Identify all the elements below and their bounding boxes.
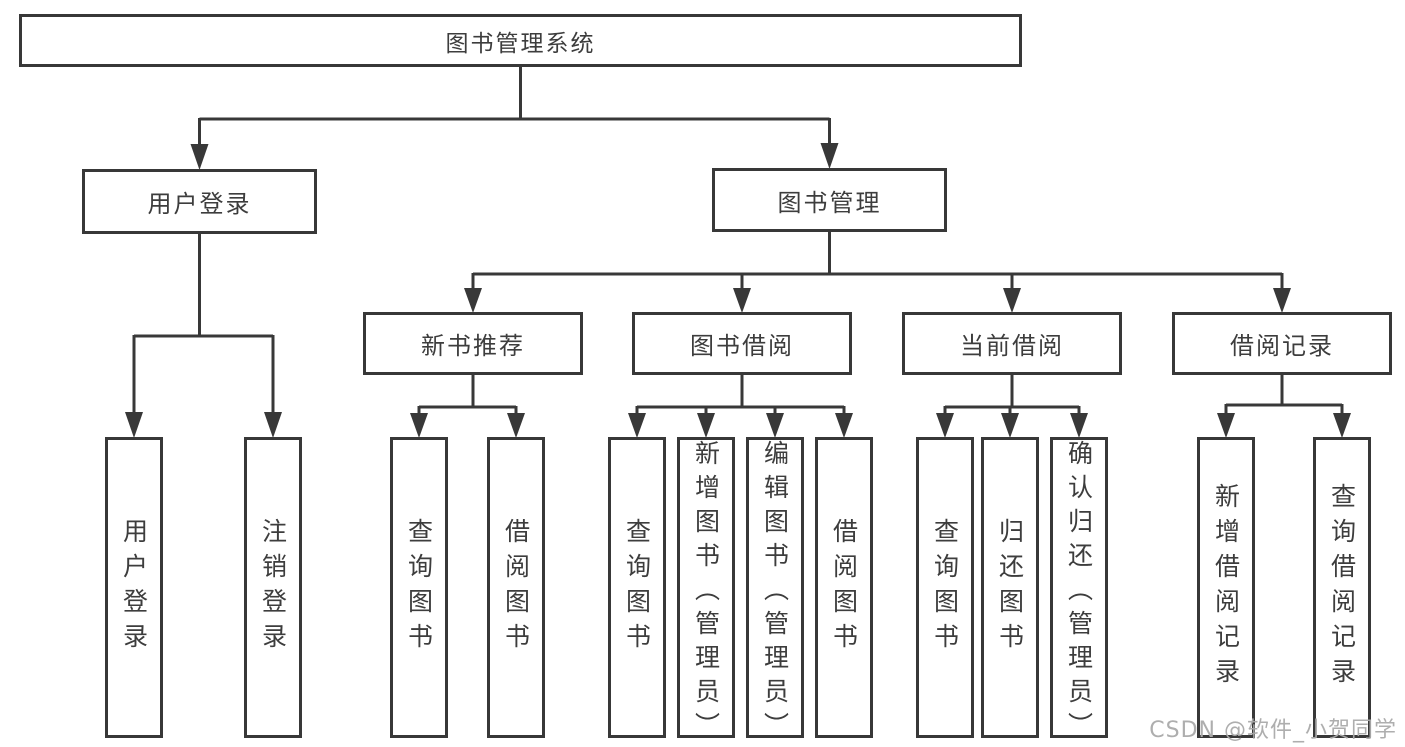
node-user-login: 用户登录 [82, 169, 317, 234]
node-label: 查询借阅记录 [1327, 482, 1357, 693]
leaf-borrow-books: 借阅图书 [815, 437, 873, 738]
node-library-management-system: 图书管理系统 [19, 14, 1022, 67]
node-label: 新增借阅记录 [1211, 482, 1241, 693]
leaf-user-login: 用户登录 [105, 437, 163, 738]
leaf-logout: 注销登录 [244, 437, 302, 738]
node-label: 查询图书 [622, 517, 652, 658]
node-new-book-recommendation: 新书推荐 [363, 312, 583, 375]
node-current-borrowing: 当前借阅 [902, 312, 1122, 375]
node-label: 图书借阅 [690, 332, 794, 360]
node-label: 查询图书 [930, 517, 960, 658]
node-label: 图书管理系统 [445, 30, 596, 57]
leaf-query-books-borrowing: 查询图书 [608, 437, 666, 738]
leaf-query-books-recommend: 查询图书 [390, 437, 448, 738]
csdn-watermark: CSDN @软件_小贺同学 [1149, 718, 1397, 743]
node-label: 图书管理 [777, 188, 882, 217]
node-borrowing-records: 借阅记录 [1172, 312, 1392, 375]
leaf-add-borrow-record: 新增借阅记录 [1197, 437, 1255, 738]
node-label: 借阅记录 [1230, 332, 1334, 360]
leaf-confirm-return-admin: 确认归还（管理员） [1050, 437, 1108, 746]
leaf-borrow-books-recommend: 借阅图书 [487, 437, 545, 738]
leaf-add-books-admin: 新增图书（管理员） [677, 437, 735, 746]
node-label: 确认归还（管理员） [1064, 440, 1094, 746]
node-label: 编辑图书（管理员） [760, 440, 790, 746]
leaf-edit-books-admin: 编辑图书（管理员） [746, 437, 804, 746]
leaf-query-books-current: 查询图书 [916, 437, 974, 738]
node-book-management: 图书管理 [712, 168, 947, 232]
node-label: 新书推荐 [421, 332, 525, 360]
node-label: 用户登录 [147, 190, 252, 218]
node-label: 用户登录 [119, 517, 149, 658]
leaf-return-books: 归还图书 [981, 437, 1039, 738]
node-label: 借阅图书 [829, 517, 859, 658]
node-label: 当前借阅 [960, 332, 1064, 360]
leaf-query-borrow-record: 查询借阅记录 [1313, 437, 1371, 738]
node-label: 注销登录 [258, 517, 288, 658]
node-label: 借阅图书 [501, 517, 531, 658]
node-label: 归还图书 [995, 517, 1025, 658]
node-label: 查询图书 [404, 517, 434, 658]
node-label: 新增图书（管理员） [691, 440, 721, 746]
node-book-borrowing: 图书借阅 [632, 312, 852, 375]
